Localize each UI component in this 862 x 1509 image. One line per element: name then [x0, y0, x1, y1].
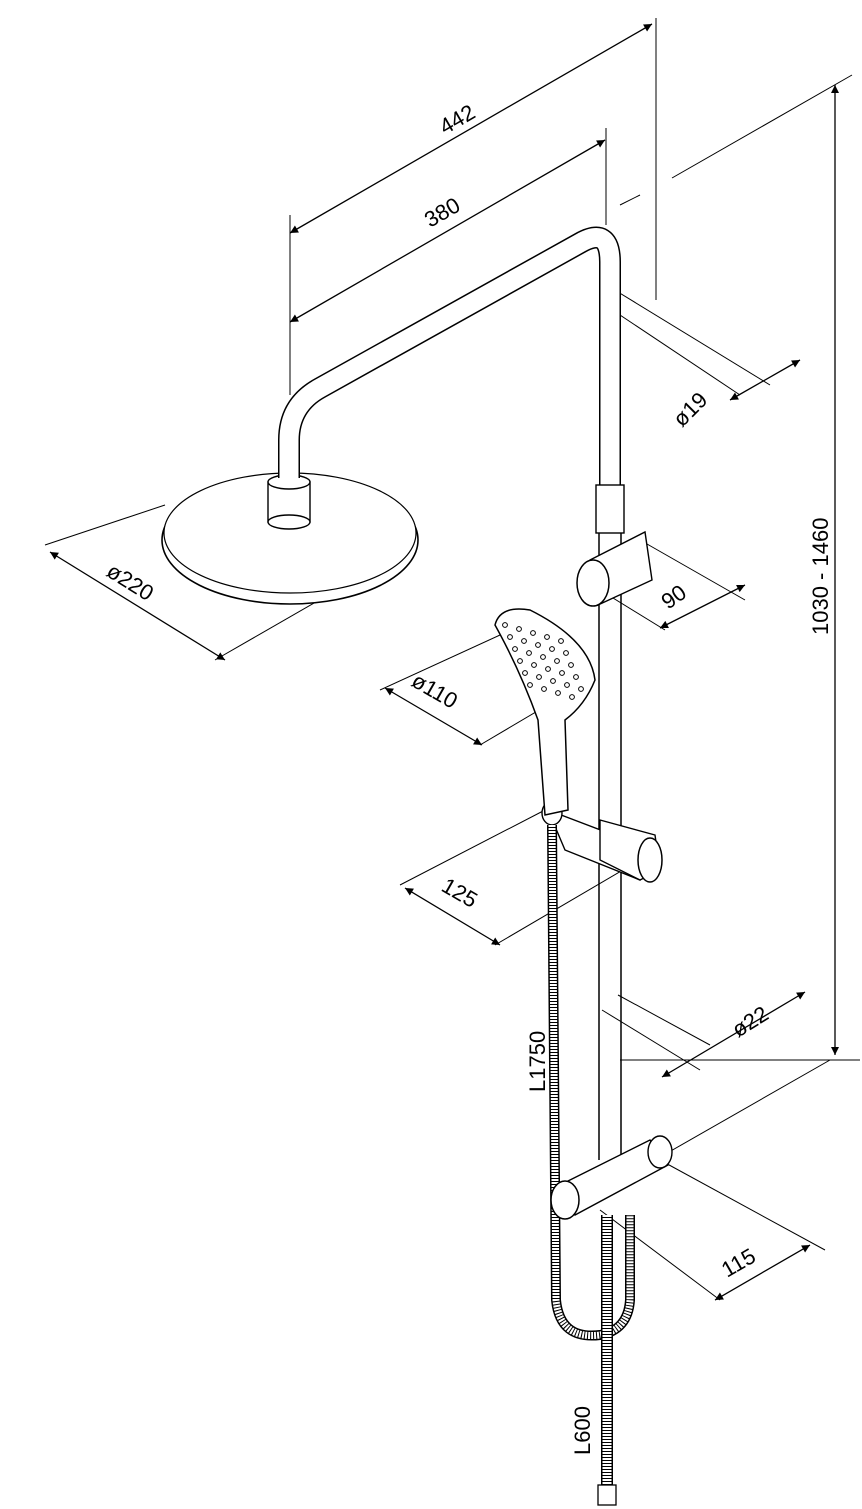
- hand-shower: [494, 608, 596, 816]
- dim-pipe-diameter-22: ø22: [727, 1001, 772, 1042]
- nozzle: [522, 670, 528, 676]
- nozzle: [563, 650, 569, 656]
- dim-380: 380: [420, 192, 464, 232]
- dim-90: 90: [657, 580, 691, 615]
- nozzle: [540, 654, 546, 660]
- nozzle: [536, 674, 542, 680]
- nozzle: [544, 634, 550, 640]
- nozzle: [573, 674, 579, 680]
- nozzle: [558, 638, 564, 644]
- nozzle: [578, 686, 584, 692]
- nozzle: [559, 670, 565, 676]
- overhead-shower-head: [161, 472, 419, 605]
- dim-442: 442: [435, 99, 479, 139]
- dim-125: 125: [438, 873, 482, 913]
- nozzle: [521, 638, 527, 644]
- nozzle: [526, 650, 532, 656]
- nozzle: [517, 658, 523, 664]
- nozzle: [554, 658, 560, 664]
- dim-lower-hose-length: L600: [570, 1406, 595, 1455]
- shower-arm-and-riser: [278, 226, 625, 1160]
- dim-hose-length: L1750: [525, 1031, 550, 1092]
- nozzle: [516, 626, 522, 632]
- nozzle: [564, 682, 570, 688]
- dim-height-range: 1030 - 1460: [808, 518, 833, 635]
- nozzle: [549, 646, 555, 652]
- nozzle: [535, 642, 541, 648]
- nozzle: [568, 662, 574, 668]
- dimension-lines: [49, 23, 839, 1301]
- nozzle: [541, 686, 547, 692]
- dim-115: 115: [717, 1243, 760, 1282]
- nozzle: [569, 694, 575, 700]
- nozzle: [527, 682, 533, 688]
- nozzle: [555, 690, 561, 696]
- nozzle: [507, 634, 513, 640]
- nozzle: [530, 630, 536, 636]
- nozzle: [550, 678, 556, 684]
- sliding-holder: [541, 800, 663, 883]
- nozzle: [545, 666, 551, 672]
- bottom-holder: [550, 1135, 673, 1220]
- dim-pipe-diameter-19: ø19: [668, 387, 712, 431]
- upper-holder: [576, 530, 653, 607]
- hand-shower-nozzles: [502, 622, 584, 700]
- shower-hose: [547, 824, 635, 1506]
- nozzle: [512, 646, 518, 652]
- dim-overhead-diameter: ø220: [102, 558, 158, 606]
- nozzle: [502, 622, 508, 628]
- nozzle: [531, 662, 537, 668]
